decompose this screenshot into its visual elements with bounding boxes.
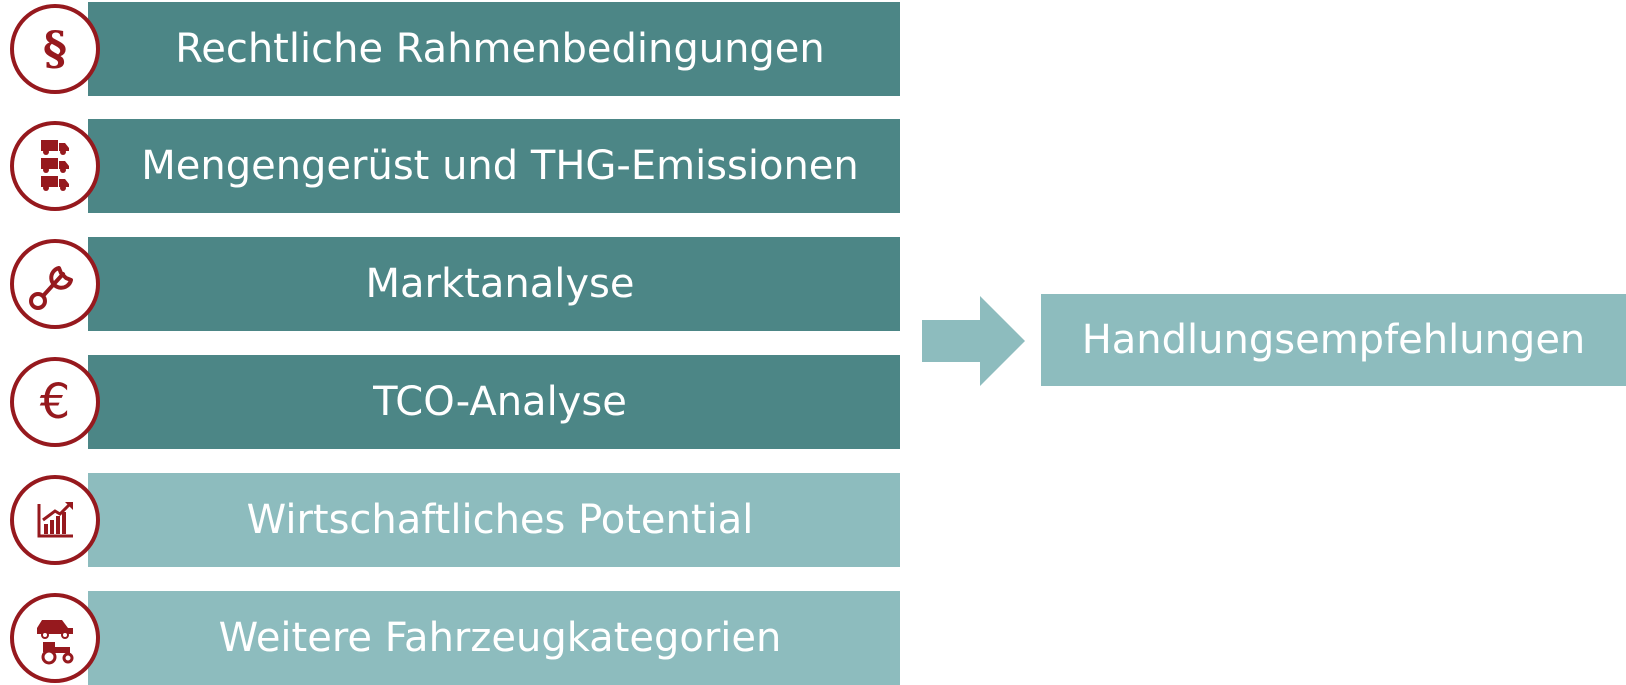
- step-row-economic-potential: Wirtschaftliches Potential: [0, 473, 900, 567]
- car-tractor-icon: [10, 593, 100, 683]
- paragraph-icon: §: [10, 4, 100, 94]
- step-bar: Weitere Fahrzeugkategorien: [88, 591, 900, 685]
- svg-text:§: §: [43, 21, 67, 75]
- step-bar: Marktanalyse: [88, 237, 900, 331]
- step-row-vehicle-categories: Weitere Fahrzeugkategorien: [0, 591, 900, 685]
- svg-text:€: €: [40, 374, 71, 430]
- result-box: Handlungsempfehlungen: [1041, 294, 1626, 386]
- growth-chart-icon: [10, 475, 100, 565]
- step-bar: Rechtliche Rahmenbedingungen: [88, 2, 900, 96]
- step-row-tco-analysis: TCO-Analyse €: [0, 355, 900, 449]
- step-row-market-analysis: Marktanalyse: [0, 237, 900, 331]
- step-bar: Mengengerüst und THG-Emissionen: [88, 119, 900, 213]
- wrench-icon: [10, 239, 100, 329]
- trucks-icon: [10, 121, 100, 211]
- right-arrow-icon: [922, 296, 1025, 386]
- step-row-quantity-emissions: Mengengerüst und THG-Emissionen: [0, 119, 900, 213]
- step-bar: Wirtschaftliches Potential: [88, 473, 900, 567]
- step-row-legal: Rechtliche Rahmenbedingungen §: [0, 2, 900, 96]
- step-bar: TCO-Analyse: [88, 355, 900, 449]
- euro-icon: €: [10, 357, 100, 447]
